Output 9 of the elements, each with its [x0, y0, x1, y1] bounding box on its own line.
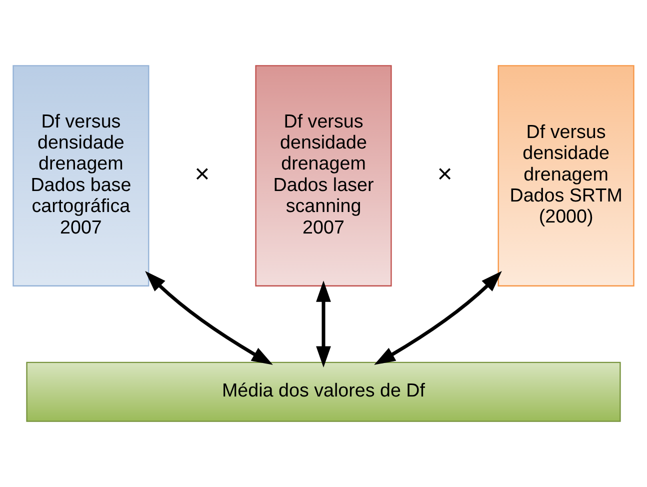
arrow — [316, 280, 331, 368]
node-box: Df versus densidade drenagem Dados laser scanning 2007 — [255, 65, 392, 286]
arrow — [145, 270, 273, 365]
node-box: Média dos valores de Df — [26, 362, 621, 422]
label: × — [194, 160, 210, 188]
arrow — [374, 270, 502, 365]
label: × — [437, 160, 452, 188]
node-box: Df versus densidade drenagem Dados base cartográfica 2007 — [12, 65, 150, 286]
node-box: Df versus densidade drenagem Dados SRTM (2000) — [498, 65, 634, 286]
